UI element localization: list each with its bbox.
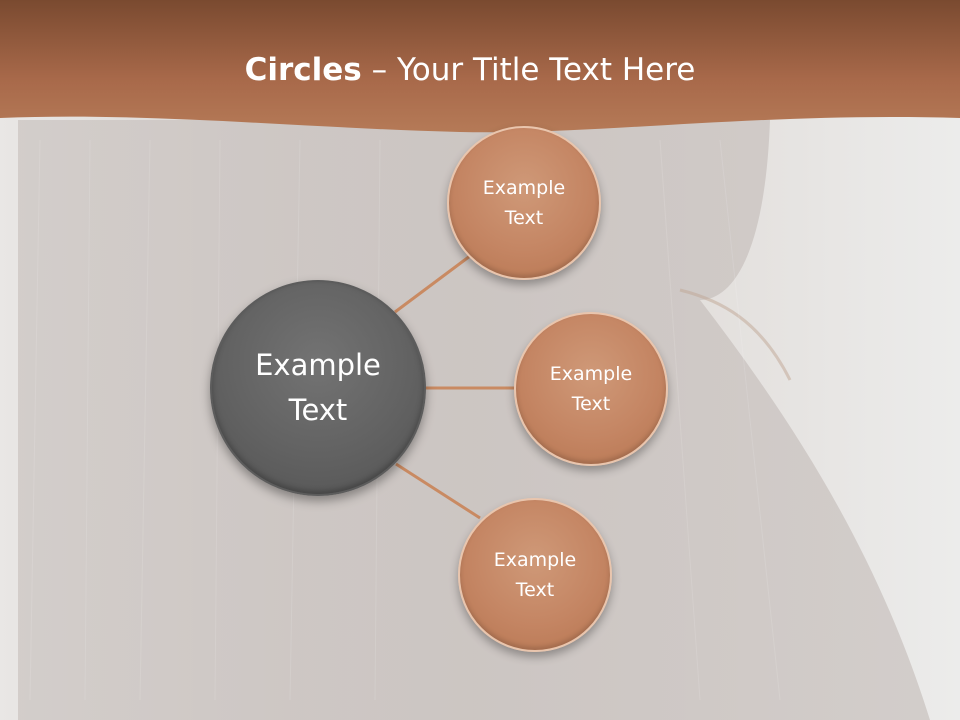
center-circle-label: Example Text: [255, 348, 381, 427]
node-circle-middle: Example Text: [514, 312, 668, 466]
slide-title: Circles – Your Title Text Here: [0, 52, 940, 88]
connector-line-bottom: [395, 462, 481, 520]
slide-title-bold: Circles: [244, 52, 362, 88]
center-circle: Example Text: [210, 280, 426, 496]
node-circle-label: Example Text: [549, 363, 633, 415]
node-circle-label: Example Text: [493, 549, 577, 601]
connector-line-top: [394, 254, 471, 314]
node-circle-top: Example Text: [447, 126, 601, 280]
slide-title-rest: – Your Title Text Here: [361, 52, 696, 88]
title-band: [0, 0, 960, 133]
node-circle-bottom: Example Text: [458, 498, 612, 652]
node-circle-label: Example Text: [482, 177, 566, 229]
